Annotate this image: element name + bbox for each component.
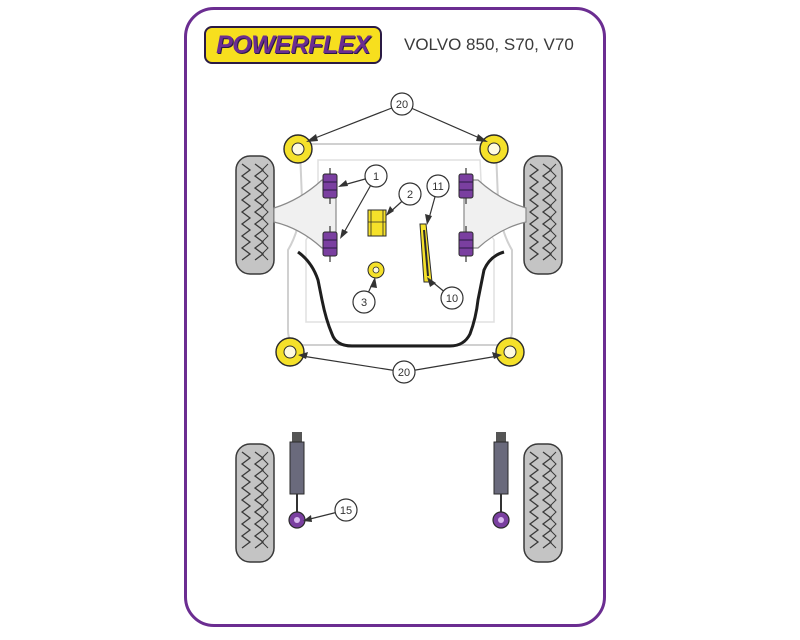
callout-3-label: 3 (361, 297, 367, 309)
arrowheads (298, 134, 502, 522)
torque-link (419, 223, 433, 283)
leader-lines (301, 103, 499, 521)
gearbox-mount-insert (367, 261, 385, 279)
vehicle-model-title: VOLVO 850, S70, V70 (404, 35, 574, 54)
callout-2-label: 2 (407, 189, 413, 201)
front-right-tyre (523, 155, 563, 275)
callout-1-label: 1 (373, 171, 379, 183)
anti-roll-bar (297, 250, 505, 348)
callout-15: 15 (334, 498, 358, 522)
rear-right-shock-absorber (492, 432, 510, 529)
callout-10: 10 (440, 286, 464, 310)
subframe-bush-front-left (283, 134, 313, 164)
logo-text: POWERFLEX (216, 30, 370, 59)
front-left-tyre (235, 155, 275, 275)
callout-20-top: 20 (390, 92, 414, 116)
callout-10-label: 10 (446, 293, 458, 305)
callout-3: 3 (352, 290, 376, 314)
callout-2: 2 (398, 182, 422, 206)
callout-20-bottom-label: 20 (398, 367, 410, 379)
rear-left-shock-absorber (288, 432, 306, 529)
engine-mount-insert (367, 209, 387, 237)
rear-right-tyre (523, 443, 563, 563)
subframe-bush-rear-right (495, 337, 525, 367)
subframe-bush-rear-left (275, 337, 305, 367)
callout-11: 11 (426, 174, 450, 198)
callout-15-label: 15 (340, 505, 352, 517)
callout-20-bottom: 20 (392, 360, 416, 384)
callout-20-top-label: 20 (396, 99, 408, 111)
callout-11-label: 11 (432, 181, 443, 193)
rear-left-tyre (235, 443, 275, 563)
powerflex-logo: POWERFLEX (204, 26, 382, 64)
callout-1: 1 (364, 164, 388, 188)
